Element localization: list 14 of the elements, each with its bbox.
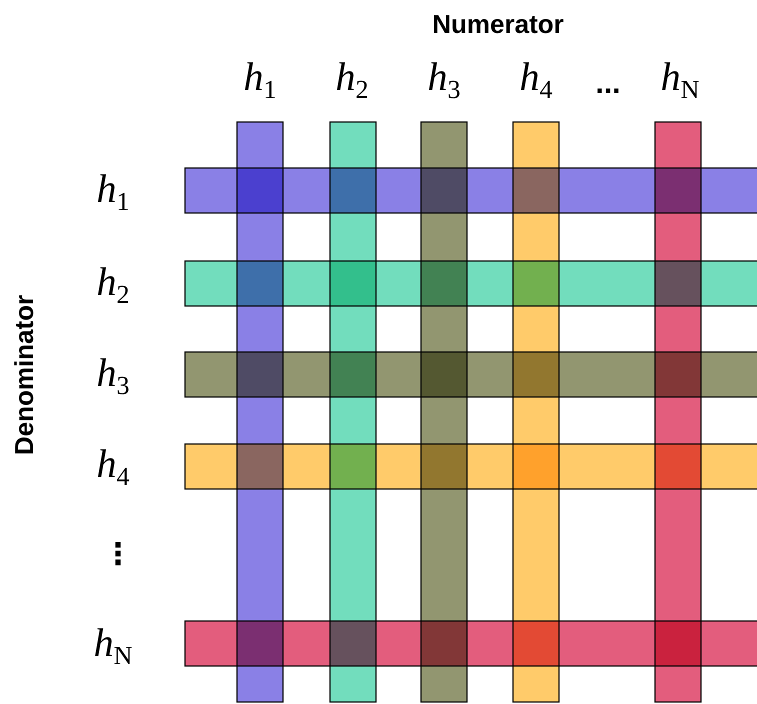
axis-title: Denominator (11, 294, 37, 456)
math-symbol: h$_{N}$ (94, 623, 132, 669)
ellipsis: ... (596, 69, 620, 99)
math-symbol: h$_{3}$ (96, 353, 130, 399)
math-symbol: h$_{2}$ (336, 57, 368, 103)
math-symbol: h$_{4}$ (520, 57, 552, 103)
math-symbol: h$_{3}$ (428, 57, 460, 103)
math-symbol: h$_{N}$ (660, 57, 700, 103)
axis-title: Numerator (432, 11, 564, 37)
math-symbol: h$_{4}$ (96, 444, 130, 490)
ellipsis: ⋮ (103, 540, 133, 570)
math-symbol: h$_{2}$ (96, 262, 130, 308)
math-symbol: h$_{1}$ (244, 57, 276, 103)
math-symbol: h$_{1}$ (96, 169, 130, 215)
